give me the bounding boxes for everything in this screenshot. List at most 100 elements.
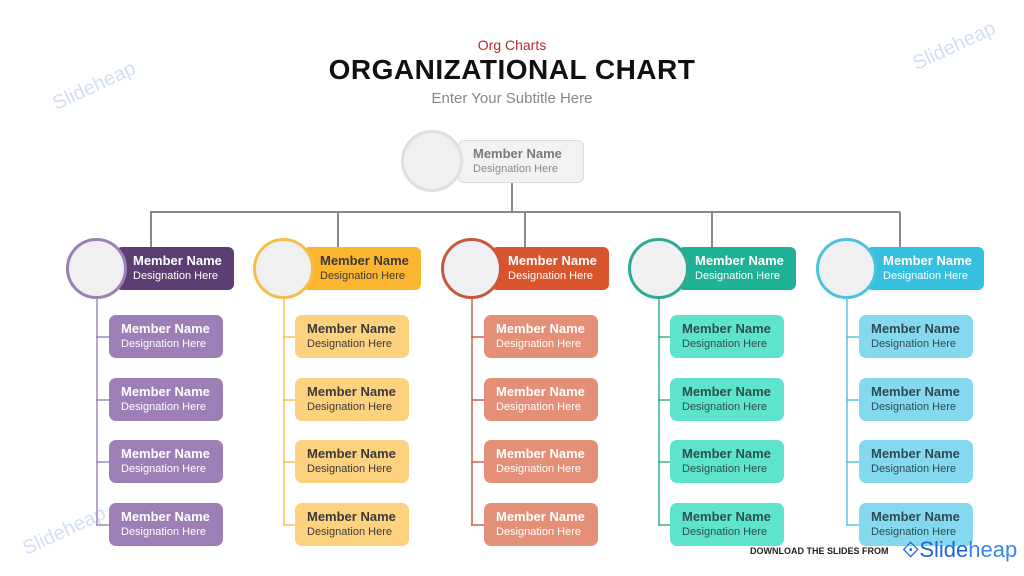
member-name: Member Name — [682, 384, 771, 399]
root-avatar-placeholder — [401, 130, 463, 192]
connector-line — [658, 524, 670, 526]
page-title: ORGANIZATIONAL CHART — [328, 54, 696, 85]
page-subtitle: Enter Your Subtitle Here — [431, 90, 593, 107]
member-card[interactable]: Member Name Designation Here — [670, 378, 784, 421]
member-card[interactable]: Member Name Designation Here — [109, 315, 223, 358]
member-designation: Designation Here — [121, 401, 206, 413]
connector-line — [658, 336, 670, 338]
member-card[interactable]: Member Name Designation Here — [109, 503, 223, 546]
department-head-card[interactable]: Member Name Designation Here — [303, 247, 421, 290]
member-designation: Designation Here — [307, 526, 392, 538]
member-name: Member Name — [133, 253, 222, 268]
member-designation: Designation Here — [320, 270, 405, 282]
connector-line — [96, 336, 109, 338]
member-name: Member Name — [883, 253, 972, 268]
member-name: Member Name — [871, 509, 960, 524]
member-name: Member Name — [473, 146, 562, 161]
member-designation: Designation Here — [496, 526, 581, 538]
member-name: Member Name — [307, 446, 396, 461]
member-name: Member Name — [871, 446, 960, 461]
connector-line — [471, 461, 484, 463]
connector-line — [283, 295, 285, 525]
member-designation: Designation Here — [695, 270, 780, 282]
connector-line — [283, 461, 295, 463]
member-designation: Designation Here — [682, 401, 767, 413]
connector-line — [471, 295, 473, 525]
brand-logo-icon: ⟐ — [902, 537, 920, 562]
member-designation: Designation Here — [133, 270, 218, 282]
member-card[interactable]: Member Name Designation Here — [484, 378, 598, 421]
member-name: Member Name — [496, 321, 585, 336]
member-card[interactable]: Member Name Designation Here — [484, 315, 598, 358]
member-card[interactable]: Member Name Designation Here — [859, 378, 973, 421]
member-card[interactable]: Member Name Designation Here — [109, 378, 223, 421]
connector-line — [658, 399, 670, 401]
member-card[interactable]: Member Name Designation Here — [670, 440, 784, 483]
member-designation: Designation Here — [883, 270, 968, 282]
department-head-card[interactable]: Member Name Designation Here — [678, 247, 796, 290]
member-name: Member Name — [695, 253, 784, 268]
avatar-placeholder — [66, 238, 127, 299]
member-card[interactable]: Member Name Designation Here — [295, 440, 409, 483]
member-card[interactable]: Member Name Designation Here — [670, 503, 784, 546]
connector-line — [283, 399, 295, 401]
connector-line — [96, 524, 109, 526]
member-name: Member Name — [320, 253, 409, 268]
member-card[interactable]: Member Name Designation Here — [484, 503, 598, 546]
connector-line — [524, 212, 526, 248]
member-designation: Designation Here — [307, 338, 392, 350]
member-designation: Designation Here — [307, 401, 392, 413]
member-card[interactable]: Member Name Designation Here — [670, 315, 784, 358]
connector-line — [471, 399, 484, 401]
eyebrow-label: Org Charts — [477, 37, 547, 53]
member-name: Member Name — [682, 509, 771, 524]
member-name: Member Name — [682, 446, 771, 461]
member-designation: Designation Here — [508, 270, 593, 282]
department-head-card[interactable]: Member Name Designation Here — [491, 247, 609, 290]
member-designation: Designation Here — [871, 463, 956, 475]
connector-line — [283, 524, 295, 526]
member-name: Member Name — [121, 321, 210, 336]
member-designation: Designation Here — [871, 526, 956, 538]
member-card[interactable]: Member Name Designation Here — [859, 315, 973, 358]
connector-line — [846, 399, 859, 401]
member-name: Member Name — [121, 509, 210, 524]
member-designation: Designation Here — [871, 401, 956, 413]
connector-line — [658, 295, 660, 525]
member-card[interactable]: Member Name Designation Here — [484, 440, 598, 483]
department-head-card[interactable]: Member Name Designation Here — [116, 247, 234, 290]
member-name: Member Name — [496, 509, 585, 524]
member-designation: Designation Here — [682, 526, 767, 538]
connector-line — [846, 336, 859, 338]
department-head-card[interactable]: Member Name Designation Here — [866, 247, 984, 290]
member-designation: Designation Here — [496, 338, 581, 350]
member-name: Member Name — [121, 446, 210, 461]
member-card[interactable]: Member Name Designation Here — [295, 315, 409, 358]
member-card[interactable]: Member Name Designation Here — [109, 440, 223, 483]
avatar-placeholder — [441, 238, 502, 299]
member-card[interactable]: Member Name Designation Here — [295, 503, 409, 546]
member-designation: Designation Here — [496, 463, 581, 475]
connector-line — [96, 399, 109, 401]
connector-line — [471, 336, 484, 338]
member-name: Member Name — [871, 384, 960, 399]
member-name: Member Name — [508, 253, 597, 268]
member-name: Member Name — [121, 384, 210, 399]
member-card[interactable]: Member Name Designation Here — [295, 378, 409, 421]
connector-line — [658, 461, 670, 463]
connector-line — [511, 183, 513, 213]
member-designation: Designation Here — [121, 526, 206, 538]
connector-line — [711, 212, 713, 248]
connector-line — [283, 336, 295, 338]
member-designation: Designation Here — [121, 463, 206, 475]
member-card[interactable]: Member Name Designation Here — [859, 503, 973, 546]
connector-line — [150, 212, 152, 248]
member-designation: Designation Here — [682, 463, 767, 475]
connector-line — [846, 461, 859, 463]
avatar-placeholder — [628, 238, 689, 299]
brand-logo: ⟐Slideheap — [902, 537, 1018, 562]
member-card[interactable]: Member Name Designation Here — [859, 440, 973, 483]
root-member-card[interactable]: Member Name Designation Here — [458, 140, 584, 183]
connector-line — [337, 212, 339, 248]
member-designation: Designation Here — [121, 338, 206, 350]
